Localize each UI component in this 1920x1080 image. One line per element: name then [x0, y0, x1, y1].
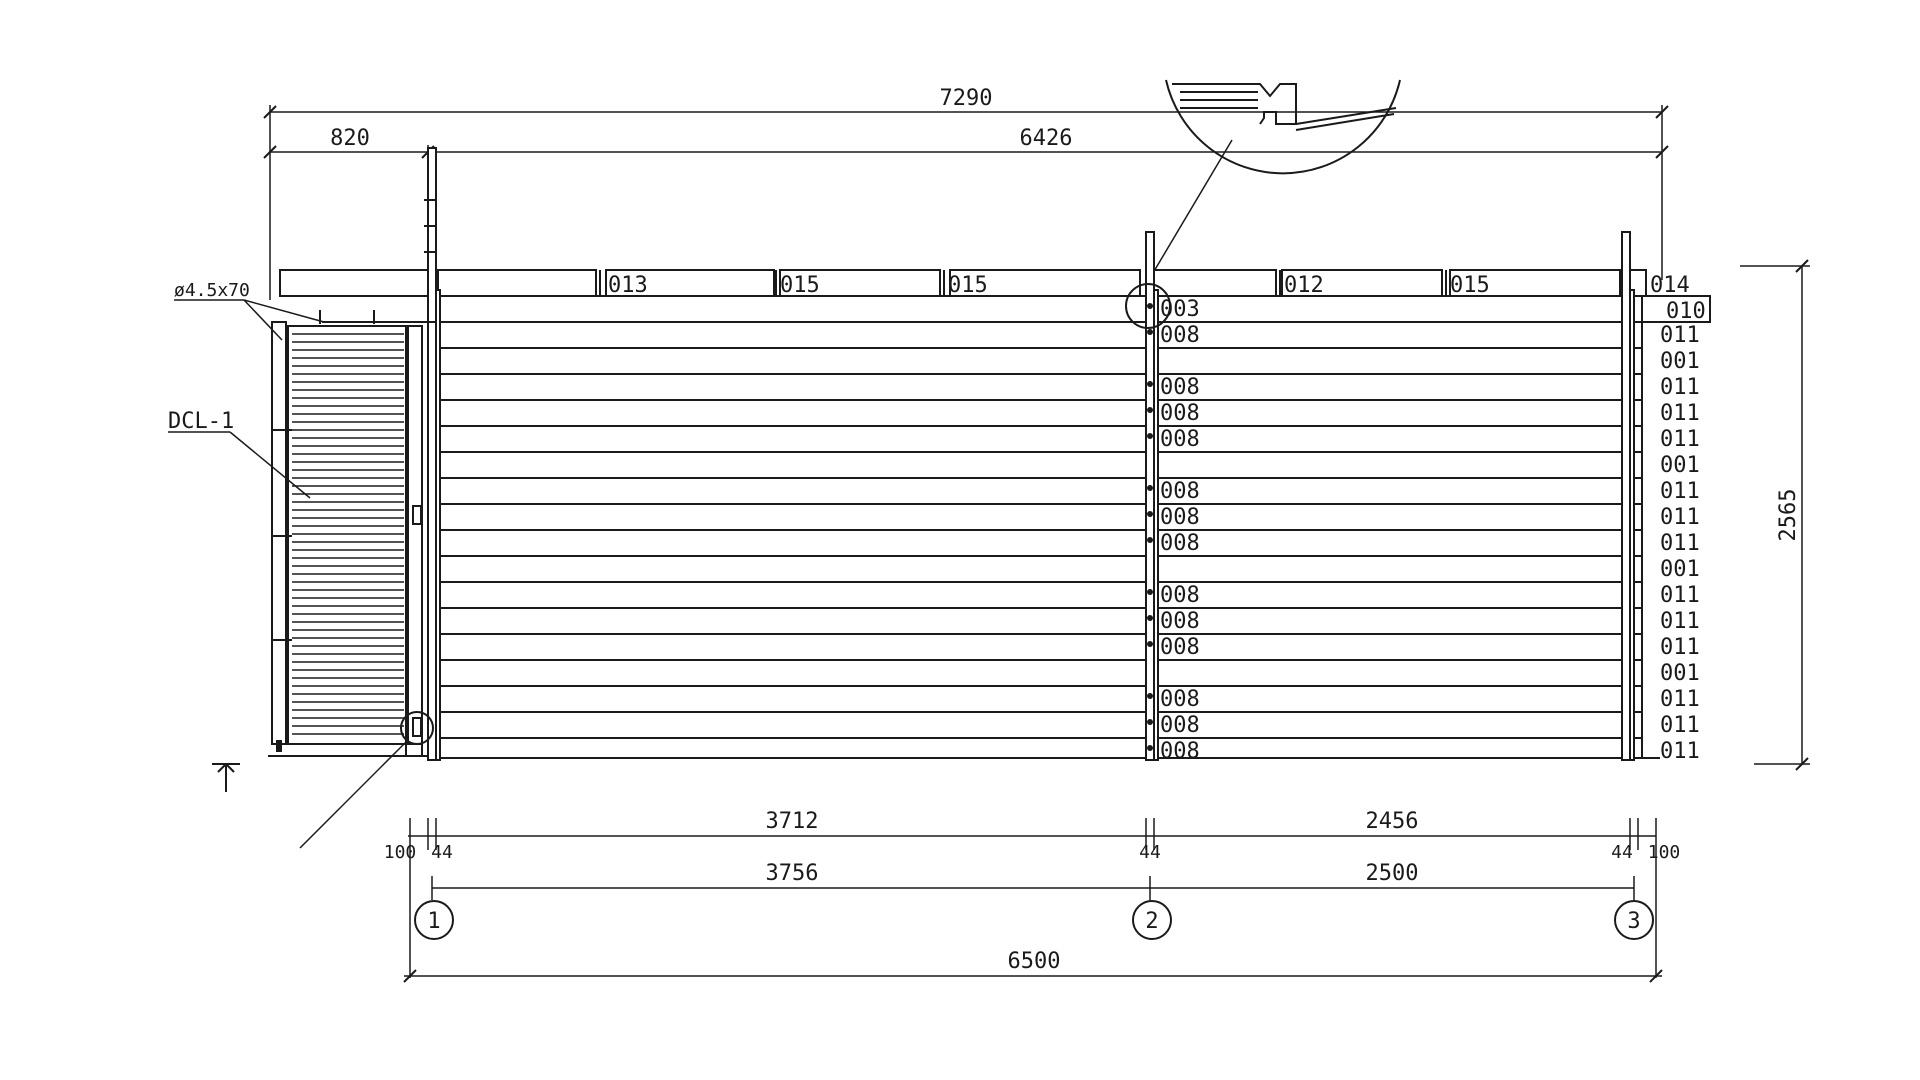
height-label: 2565 [1776, 489, 1801, 542]
plank-label: 008 [1160, 609, 1200, 634]
top-board-label: 012 [1284, 273, 1324, 298]
plank-label: 008 [1160, 323, 1200, 348]
plank-label: 008 [1160, 583, 1200, 608]
post-2-dots [1147, 303, 1153, 751]
main-width-label: 6426 [1020, 126, 1073, 151]
plank-label: 008 [1160, 479, 1200, 504]
plank-label: 008 [1160, 635, 1200, 660]
post-3-ticks [1634, 347, 1642, 713]
grid-axis-1: 1 [414, 900, 454, 940]
top-board-row: 013 015 015 012 015 [279, 269, 1647, 298]
axis-label: 1 [427, 909, 440, 934]
door-hinges [272, 429, 292, 641]
plank-end-label: 011 [1660, 323, 1700, 348]
screw-label: ø4.5x70 [174, 280, 250, 301]
overall-width-label: 7290 [940, 86, 993, 111]
grid-axis-3: 3 [1614, 900, 1654, 940]
plank-end-label: 011 [1660, 713, 1700, 738]
top-board-label: 013 [608, 273, 648, 298]
total-label: 6500 [1008, 949, 1061, 974]
plank-end-label: 001 [1660, 557, 1700, 582]
post-1 [427, 147, 441, 761]
door-detail-circle [400, 711, 434, 745]
door-callout: DCL-1 [168, 409, 311, 499]
plank-label: 008 [1160, 739, 1200, 764]
door-label: DCL-1 [168, 409, 234, 434]
partial-dimension: 820 6426 [263, 126, 1669, 300]
plank-label: 008 [1160, 505, 1200, 530]
plank-end-label: 011 [1660, 427, 1700, 452]
plank-end-label: 011 [1660, 401, 1700, 426]
post-left-label: 44 [431, 842, 453, 863]
plank-label: 008 [1160, 401, 1200, 426]
door-dcl-1 [268, 321, 434, 849]
plank-end-label: 011 [1660, 687, 1700, 712]
detail-magnifier [1149, 79, 1401, 279]
axis-label: 3 [1627, 909, 1640, 934]
floor-level-arrow [212, 763, 240, 792]
detail-circle [1125, 283, 1171, 329]
middle-labels: 003 008 008 008 008 008 008 008 008 008 … [1160, 297, 1200, 764]
plank-label: 008 [1160, 375, 1200, 400]
plank-end-label: 011 [1660, 583, 1700, 608]
post-2 [1145, 231, 1159, 761]
plank-label: 008 [1160, 531, 1200, 556]
axis-label: 2 [1145, 909, 1158, 934]
span2-inner-label: 2456 [1366, 809, 1419, 834]
plank-end-label: 011 [1660, 505, 1700, 530]
bottom-dim-row-1: 3712 2456 100 44 44 44 100 [384, 809, 1681, 978]
plank-label: 008 [1160, 427, 1200, 452]
post-right-label: 44 [1611, 842, 1633, 863]
top-right-label: 014 [1650, 273, 1690, 298]
grid-axis-2: 2 [1132, 900, 1172, 940]
plank-end-label: 011 [1660, 635, 1700, 660]
post-3 [1621, 231, 1635, 761]
top-right-label: 010 [1666, 299, 1706, 324]
plank-label: 008 [1160, 713, 1200, 738]
top-board-label: 015 [1450, 273, 1490, 298]
wall-planks [433, 295, 1711, 759]
plank-end-label: 001 [1660, 349, 1700, 374]
post-ticks [424, 199, 436, 253]
door-slats [292, 333, 404, 735]
plank-end-label: 011 [1660, 531, 1700, 556]
plank-end-label: 011 [1660, 375, 1700, 400]
bottom-dim-row-2: 3756 2500 [431, 861, 1635, 900]
overall-dimension: 7290 [263, 86, 1669, 300]
edge-left-label: 100 [384, 842, 417, 863]
right-labels: 014 010 011 001 011 011 011 001 011 011 … [1650, 273, 1706, 764]
edge-right-label: 100 [1648, 842, 1681, 863]
plank-label: 008 [1160, 687, 1200, 712]
screw-callout: ø4.5x70 [174, 280, 325, 341]
height-dimension: 2565 [1740, 259, 1810, 771]
left-width-label: 820 [330, 126, 370, 151]
plank-label: 003 [1160, 297, 1200, 322]
span1-label: 3756 [766, 861, 819, 886]
span1-inner-label: 3712 [766, 809, 819, 834]
top-board-label: 015 [780, 273, 820, 298]
plank-end-label: 011 [1660, 479, 1700, 504]
top-board-label: 015 [948, 273, 988, 298]
plank-end-label: 001 [1660, 661, 1700, 686]
plank-end-label: 011 [1660, 609, 1700, 634]
post-mid-label: 44 [1139, 842, 1161, 863]
plank-end-label: 011 [1660, 739, 1700, 764]
plank-end-label: 001 [1660, 453, 1700, 478]
bottom-dim-row-3: 6500 [403, 949, 1663, 983]
span2-label: 2500 [1366, 861, 1419, 886]
screw-marks [319, 310, 436, 324]
